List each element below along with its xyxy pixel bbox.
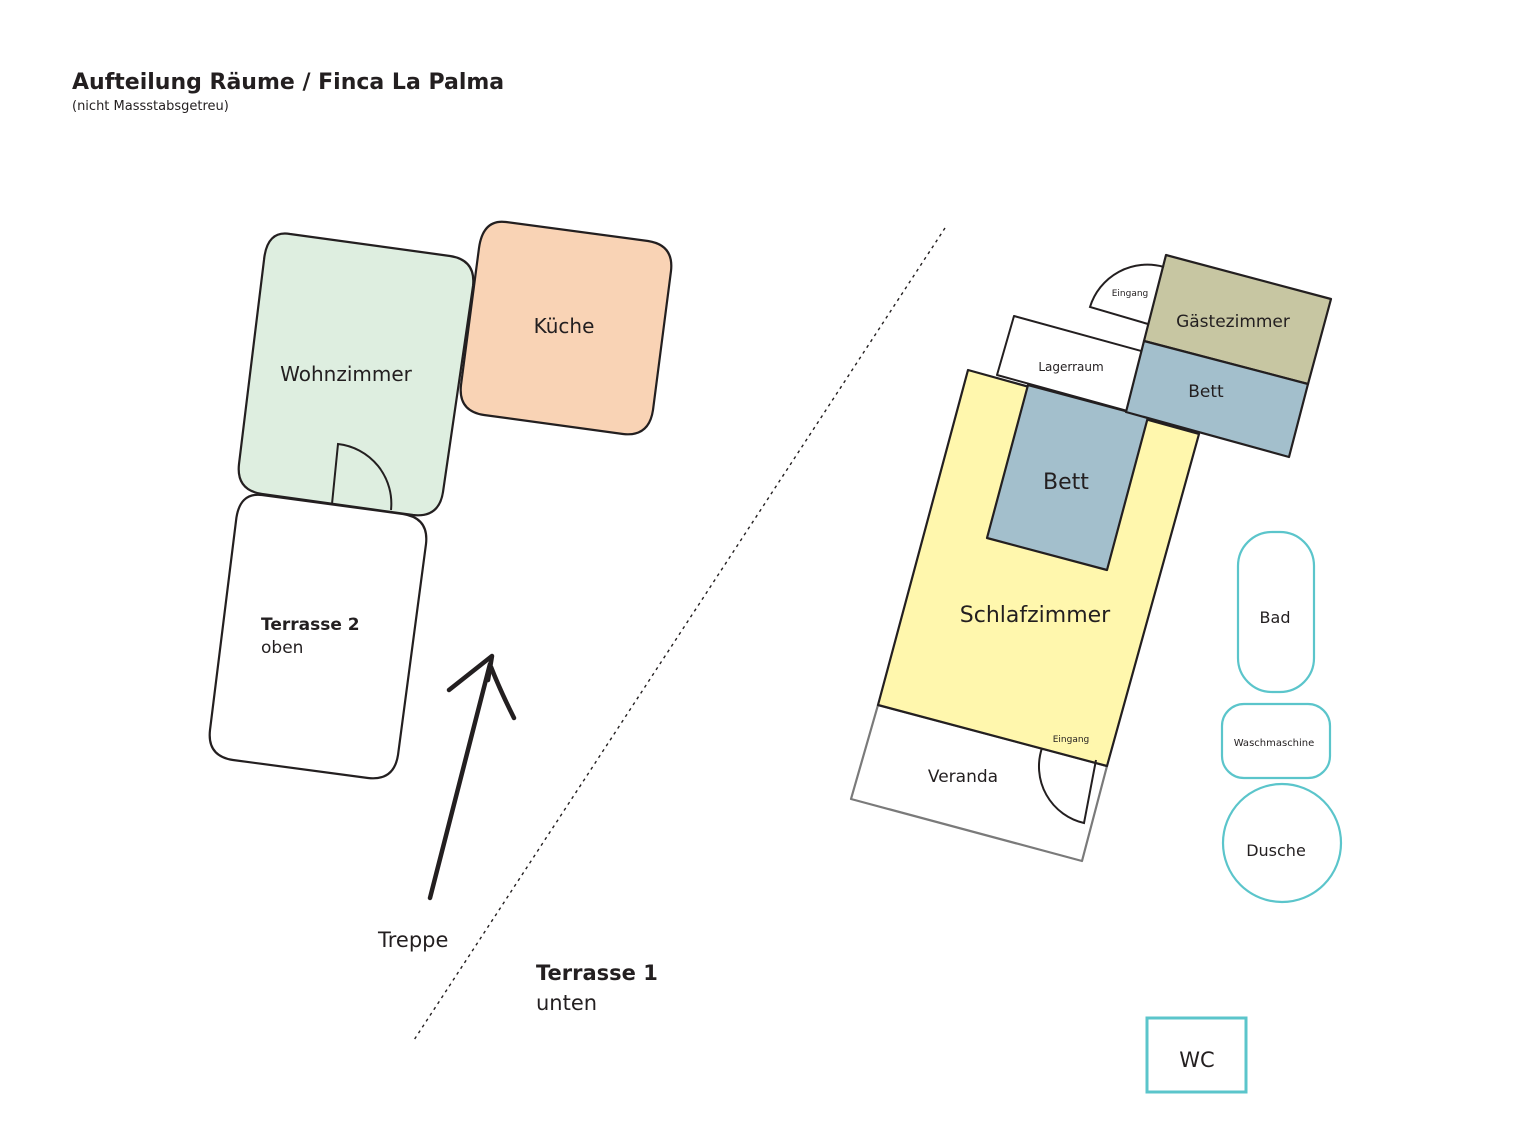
veranda-label: Veranda (928, 767, 998, 787)
wohnzimmer-label: Wohnzimmer (280, 362, 413, 386)
bad-label: Bad (1260, 608, 1291, 627)
waschmaschine: Waschmaschine (1220, 702, 1332, 780)
terrasse1-title: Terrasse 1 (536, 961, 658, 985)
wohnzimmer-shape (237, 232, 475, 517)
room-wohnzimmer: Wohnzimmer (237, 232, 475, 517)
eingang-bottom-label: Eingang (1053, 735, 1090, 745)
wc: WC (1145, 1016, 1248, 1094)
room-kueche: Küche (459, 220, 673, 436)
terrace-divider-line (413, 227, 946, 1041)
dusche-label: Dusche (1246, 841, 1306, 860)
page-subtitle: (nicht Massstabsgetreu) (72, 99, 229, 114)
schlafzimmer-label: Schlafzimmer (960, 603, 1111, 628)
terrasse2-subtitle: oben (261, 638, 303, 658)
wc-label: WC (1179, 1048, 1214, 1072)
terrasse1-subtitle: unten (536, 991, 597, 1015)
waschmaschine-label: Waschmaschine (1234, 738, 1315, 749)
dusche: Dusche (1221, 782, 1343, 904)
door-schlafzimmer (1037, 747, 1097, 825)
lagerraum-label: Lagerraum (1038, 360, 1103, 374)
terrasse2-shape (208, 493, 428, 780)
page-title: Aufteilung Räume / Finca La Palma (72, 70, 505, 95)
kueche-shape (459, 220, 673, 436)
door-eingang-top: Eingang (1088, 263, 1165, 325)
stairs-arrow-icon (427, 653, 517, 901)
eingang-top-label: Eingang (1112, 289, 1149, 299)
gaestezimmer-label: Gästezimmer (1176, 312, 1290, 332)
bad: Bad (1236, 530, 1316, 694)
terrasse2-title: Terrasse 2 (261, 615, 360, 635)
bett-guest-label: Bett (1188, 382, 1224, 402)
kueche-label: Küche (534, 314, 595, 338)
bett-main-label: Bett (1043, 470, 1089, 495)
door-wohnzimmer (331, 442, 393, 511)
room-gaestezimmer: Gästezimmer (1142, 253, 1333, 386)
bed-guest: Bett (1124, 339, 1310, 459)
treppe-label: Treppe (377, 928, 448, 952)
bed-main: Bett (985, 383, 1150, 572)
room-terrasse-2: Terrasse 2 oben (208, 493, 428, 780)
